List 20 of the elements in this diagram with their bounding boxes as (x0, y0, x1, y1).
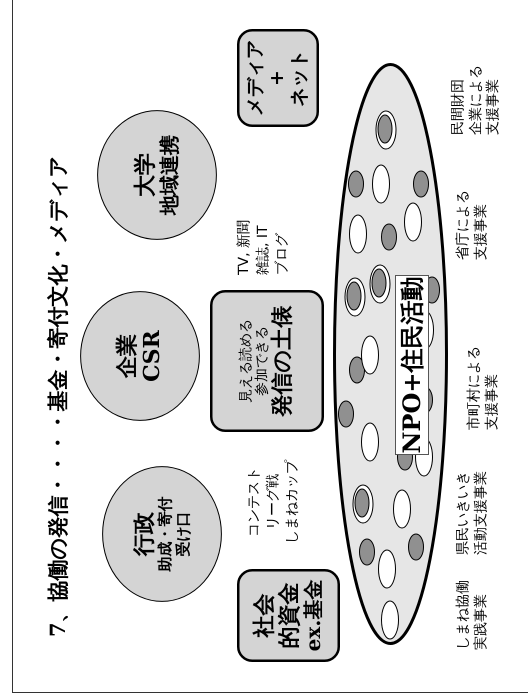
dotted-ellipse (333, 63, 448, 645)
note-text: コンテスト (246, 467, 263, 537)
note-text: 民間財団企業による支援事業 (450, 65, 502, 135)
rounded-box: 社会的資金 ex.基金 (237, 569, 340, 662)
note-text: ブログ (274, 233, 291, 275)
note-text: 雑誌, IT (255, 225, 272, 275)
note-text: しまねカップ (284, 460, 301, 544)
rounded-box: 見える読める参加できる 発信の土俵 (210, 290, 324, 432)
note-text: 省庁による支援事業 (455, 190, 490, 260)
note-text: 市町村による支援事業 (466, 346, 500, 430)
note-text: リーグ戦 (265, 474, 282, 530)
rounded-box: メディア+ネット (237, 29, 319, 127)
note-text: TV, 新聞 (236, 220, 253, 275)
note-text: 県民いきいき活動支援事業 (455, 471, 490, 555)
circle: 大学 地域連携 (97, 110, 217, 240)
text-box: NPO+住民活動 (395, 275, 429, 455)
circle: 企業CSR (80, 291, 200, 421)
note-text: しまね協働実践事業 (455, 580, 490, 650)
circle: 行政 助成・寄付受け口 (102, 466, 222, 602)
title: 7、協働の発信・・・・基金・寄付文化・メディア (44, 155, 71, 637)
